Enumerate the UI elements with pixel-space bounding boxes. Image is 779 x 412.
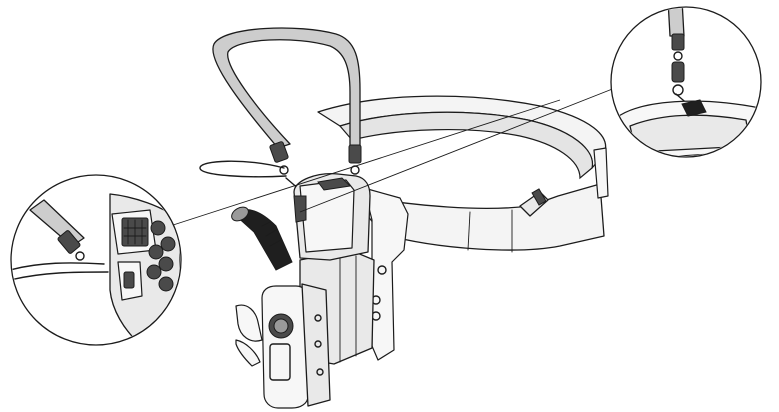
connector-grid bbox=[122, 218, 148, 246]
handle bbox=[229, 204, 292, 270]
shoulder-strap bbox=[213, 28, 361, 174]
